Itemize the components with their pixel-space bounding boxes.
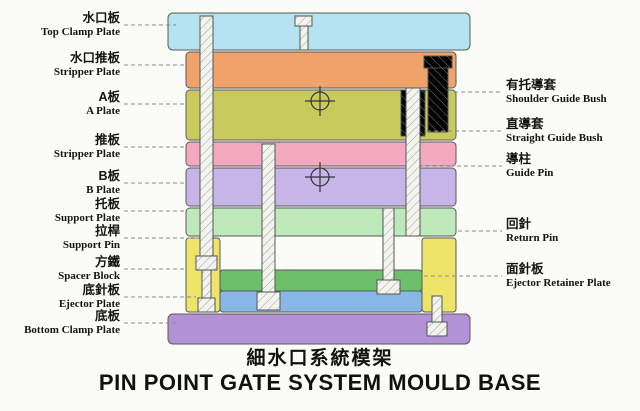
left-label-column: 水口板 Top Clamp Plate 水口推板 Stripper Plate … xyxy=(24,10,121,336)
label-guide-pin-cn: 導柱 xyxy=(506,151,532,166)
label-return-pin-cn: 回針 xyxy=(506,216,532,231)
bottom-bolt-head xyxy=(426,321,448,337)
bottom-bolt-shaft xyxy=(431,295,443,325)
label-bottom-clamp-plate-en: Bottom Clamp Plate xyxy=(24,324,120,336)
top-bolt-shaft xyxy=(299,25,309,51)
right-label-column: 有托導套 Shoulder Guide Bush 直導套 Straight Gu… xyxy=(506,77,611,289)
label-support-plate-en: Support Plate xyxy=(55,212,120,224)
label-spacer-block-en: Spacer Block xyxy=(58,270,121,282)
label-bottom-clamp-plate-cn: 底板 xyxy=(95,308,121,323)
shoulder-guide-bush-flange xyxy=(423,55,453,69)
leader-lines xyxy=(124,24,502,324)
screw-crosshair-icon xyxy=(305,86,335,116)
label-stripper-lower-en: Stripper Plate xyxy=(54,148,120,160)
label-guide-pin-en: Guide Pin xyxy=(506,167,553,179)
label-stripper-upper-en: Stripper Plate xyxy=(54,66,120,78)
guide-pin xyxy=(405,87,421,237)
return-pin-shaft xyxy=(382,207,395,281)
screw-crosshair-icon xyxy=(305,162,335,192)
label-b-plate-en: B Plate xyxy=(86,184,120,196)
top-clamp-plate xyxy=(167,12,471,51)
label-straight-guide-bush-en: Straight Guide Bush xyxy=(506,132,603,144)
return-pin-head xyxy=(376,279,401,295)
label-b-plate-cn: B板 xyxy=(98,168,120,183)
stripper-plate-lower xyxy=(185,141,457,167)
top-bolt-head xyxy=(294,15,313,27)
label-top-clamp-plate-cn: 水口板 xyxy=(82,10,120,25)
label-top-clamp-plate-en: Top Clamp Plate xyxy=(41,26,120,38)
label-a-plate-cn: A板 xyxy=(98,89,120,104)
diagram-title-english: PIN POINT GATE SYSTEM MOULD BASE xyxy=(99,370,541,395)
label-support-pin-cn: 拉桿 xyxy=(95,223,121,238)
label-ejector-retainer-plate-cn: 面針板 xyxy=(506,261,544,276)
puller-bolt-head xyxy=(197,297,216,313)
label-a-plate-en: A Plate xyxy=(86,105,120,117)
puller-bolt-shaft xyxy=(201,269,212,299)
center-pin-foot xyxy=(256,291,281,311)
label-straight-guide-bush-cn: 直導套 xyxy=(506,116,544,131)
label-shoulder-guide-bush-cn: 有托導套 xyxy=(506,77,557,92)
label-ejector-plate-en: Ejector Plate xyxy=(59,298,120,310)
label-support-plate-cn: 托板 xyxy=(95,196,121,211)
label-stripper-upper-cn: 水口推板 xyxy=(70,50,121,65)
center-ejector-pin xyxy=(261,143,276,295)
stripper-plate-upper xyxy=(185,51,457,89)
shoulder-guide-bush-body xyxy=(427,67,449,133)
label-return-pin-en: Return Pin xyxy=(506,232,558,244)
support-pin xyxy=(199,15,214,257)
label-ejector-retainer-plate-en: Ejector Retainer Plate xyxy=(506,277,611,289)
a-plate xyxy=(185,89,457,141)
label-support-pin-en: Support Pin xyxy=(63,239,120,251)
label-spacer-block-cn: 方鐵 xyxy=(95,254,121,269)
label-stripper-lower-cn: 推板 xyxy=(95,132,121,147)
diagram-title-chinese: 細水口系統模架 xyxy=(246,346,393,369)
support-pin-collar xyxy=(195,255,218,271)
bottom-clamp-plate xyxy=(167,313,471,345)
label-ejector-plate-cn: 底針板 xyxy=(82,282,120,297)
label-shoulder-guide-bush-en: Shoulder Guide Bush xyxy=(506,93,607,105)
